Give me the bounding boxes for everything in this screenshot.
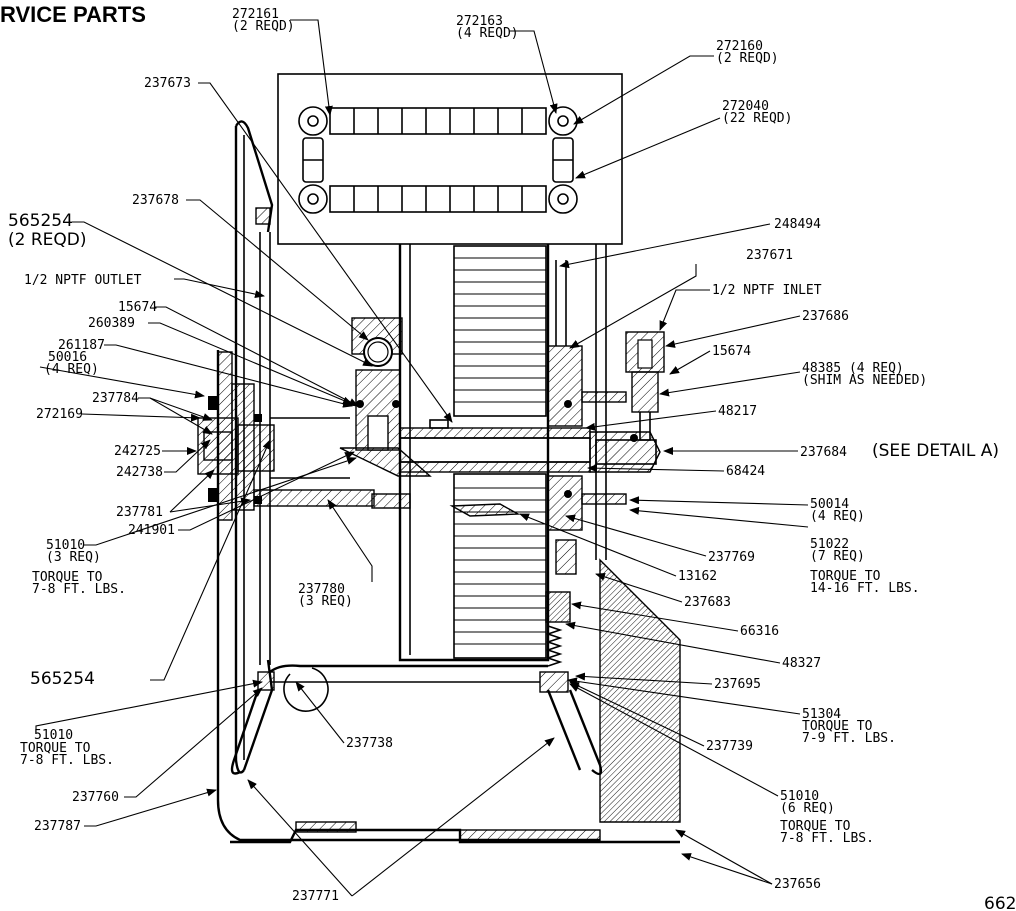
label-272169: 272169 xyxy=(36,407,83,422)
label-50016: 50016 xyxy=(48,350,87,365)
label-51010-a-torque: TORQUE TO xyxy=(32,570,103,585)
label-272161-qty: (2 REQD) xyxy=(232,19,295,34)
label-51010-c-torque: TORQUE TO xyxy=(780,819,851,834)
label-237739: 237739 xyxy=(706,739,753,754)
label-npt-inlet: 1/2 NPTF INLET xyxy=(712,283,822,298)
center-drum xyxy=(398,244,550,662)
label-15674-right: 15674 xyxy=(712,344,751,359)
pump-manifold xyxy=(339,317,432,477)
inlet-fitting xyxy=(625,331,665,441)
main-shaft xyxy=(399,419,591,473)
label-51022-spec: 14-16 FT. LBS. xyxy=(810,581,920,596)
label-237673: 237673 xyxy=(144,76,191,91)
label-48385-note: (SHIM AS NEEDED) xyxy=(802,373,927,388)
label-51010-a-qty: (3 REQ) xyxy=(46,550,101,565)
label-248494: 248494 xyxy=(774,217,821,232)
label-51304-torque: TORQUE TO xyxy=(802,719,873,734)
label-50014-qty: (4 REQ) xyxy=(810,509,865,524)
label-237684: 237684 xyxy=(800,445,847,460)
callout-labels: 272161 (2 REQD) 272163 (4 REQD) 272160 (… xyxy=(8,7,999,904)
label-66316: 66316 xyxy=(740,624,779,639)
label-261187: 261187 xyxy=(58,338,105,353)
label-51010-b: 51010 xyxy=(34,728,73,743)
label-272163-qty: (4 REQD) xyxy=(456,26,519,41)
label-48385: 48385 (4 REQ) xyxy=(802,361,904,376)
label-241901: 241901 xyxy=(128,523,175,538)
label-51022: 51022 xyxy=(810,537,849,552)
label-237695: 237695 xyxy=(714,677,761,692)
label-51304: 51304 xyxy=(802,707,841,722)
label-272163: 272163 xyxy=(456,14,503,29)
label-51304-spec: 7-9 FT. LBS. xyxy=(802,731,896,746)
label-237738: 237738 xyxy=(346,736,393,751)
right-housing xyxy=(547,244,661,560)
assembly-drawing xyxy=(197,73,681,844)
label-51010-b-spec: 7-8 FT. LBS. xyxy=(20,753,114,768)
label-51010-c: 51010 xyxy=(780,789,819,804)
label-237781: 237781 xyxy=(116,505,163,520)
label-242725: 242725 xyxy=(114,444,161,459)
label-npt-outlet: 1/2 NPTF OUTLET xyxy=(24,273,142,288)
label-51010-c-spec: 7-8 FT. LBS. xyxy=(780,831,874,846)
label-15674-left: 15674 xyxy=(118,300,157,315)
label-272160-qty: (2 REQD) xyxy=(716,51,779,66)
label-51010-a-spec: 7-8 FT. LBS. xyxy=(32,582,126,597)
label-50014: 50014 xyxy=(810,497,849,512)
label-237780: 237780 xyxy=(298,582,345,597)
label-237771: 237771 xyxy=(292,889,339,904)
label-272161: 272161 xyxy=(232,7,279,22)
label-51022-qty: (7 REQ) xyxy=(810,549,865,564)
leader-lines xyxy=(35,19,809,897)
label-51010-a: 51010 xyxy=(46,538,85,553)
label-237656: 237656 xyxy=(774,877,821,892)
label-50016-qty: (4 REQ) xyxy=(44,362,99,377)
label-237760: 237760 xyxy=(72,790,119,805)
label-237684-note: (SEE DETAIL A) xyxy=(872,441,999,461)
label-237686: 237686 xyxy=(802,309,849,324)
label-260389: 260389 xyxy=(88,316,135,331)
label-48217: 48217 xyxy=(718,404,757,419)
left-hub xyxy=(197,396,411,509)
label-272160: 272160 xyxy=(716,39,763,54)
label-237780-qty: (3 REQ) xyxy=(298,594,353,609)
label-68424: 68424 xyxy=(726,464,765,479)
roller-detail-inset xyxy=(277,73,623,245)
label-51022-torque: TORQUE TO xyxy=(810,569,881,584)
bottom-bowl xyxy=(230,664,680,844)
label-237784: 237784 xyxy=(92,391,139,406)
label-242738: 242738 xyxy=(116,465,163,480)
label-51010-c-qty: (6 REQ) xyxy=(780,801,835,816)
label-237787: 237787 xyxy=(34,819,81,834)
label-51010-b-torque: TORQUE TO xyxy=(20,741,91,756)
label-565254-top: 565254 xyxy=(8,211,73,231)
label-272040-qty: (22 REQD) xyxy=(722,111,792,126)
page-title: RVICE PARTS xyxy=(0,2,146,27)
label-237769: 237769 xyxy=(708,550,755,565)
label-565254-top-qty: (2 REQD) xyxy=(8,230,87,250)
label-237671: 237671 xyxy=(746,248,793,263)
page-code: 662 xyxy=(984,894,1016,911)
label-237678: 237678 xyxy=(132,193,179,208)
label-48327: 48327 xyxy=(782,656,821,671)
label-565254-bottom: 565254 xyxy=(30,669,95,689)
label-272040: 272040 xyxy=(722,99,769,114)
label-13162: 13162 xyxy=(678,569,717,584)
label-237683: 237683 xyxy=(684,595,731,610)
